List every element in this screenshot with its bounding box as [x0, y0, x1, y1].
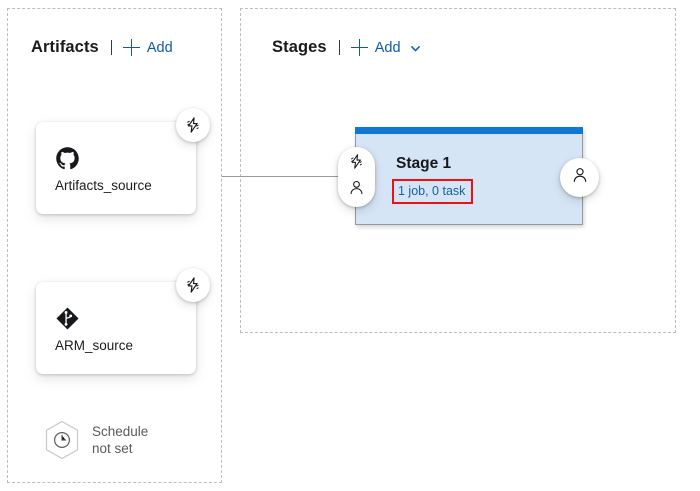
artifact-label: ARM_source [55, 338, 134, 353]
header-divider [110, 40, 112, 55]
artifact-card-artifacts-source[interactable]: Artifacts_source [36, 108, 210, 214]
github-icon [55, 146, 80, 171]
stages-add-button[interactable]: Add [350, 39, 421, 56]
lightning-bolt-icon[interactable] [176, 108, 210, 142]
lightning-bolt-icon[interactable] [176, 268, 210, 302]
post-deployment-conditions-button[interactable] [560, 158, 599, 197]
stages-add-label: Add [374, 39, 401, 56]
schedule-trigger[interactable]: Schedule not set [44, 420, 148, 460]
artifacts-add-label: Add [146, 39, 173, 56]
pre-deployment-conditions-pill[interactable] [338, 147, 375, 207]
artifact-stage-connector [222, 176, 350, 177]
clock-hexagon-icon [44, 420, 80, 460]
artifacts-header: Artifacts Add [31, 38, 173, 57]
azure-repos-git-icon [55, 306, 80, 331]
person-icon [571, 166, 589, 189]
artifacts-title: Artifacts [31, 38, 99, 56]
chevron-down-icon[interactable] [410, 42, 421, 53]
stages-panel [240, 8, 676, 333]
artifact-label: Artifacts_source [55, 178, 152, 193]
header-divider [338, 40, 340, 55]
artifact-card-arm-source[interactable]: ARM_source [36, 268, 210, 374]
plus-icon [122, 39, 140, 56]
artifacts-add-button[interactable]: Add [122, 39, 173, 56]
stage-name: Stage 1 [396, 155, 452, 172]
plus-icon [350, 39, 368, 56]
schedule-line-1: Schedule [92, 424, 149, 439]
stages-title: Stages [272, 38, 327, 56]
stage-jobs-tasks-link[interactable]: 1 job, 0 task [398, 184, 466, 198]
schedule-line-2: not set [92, 441, 133, 456]
lightning-bolt-icon[interactable] [348, 153, 365, 175]
stage-card-stage-1[interactable]: Stage 1 1 job, 0 task [355, 127, 583, 225]
stage-card-top-bar [355, 127, 583, 134]
person-icon[interactable] [348, 179, 365, 201]
stages-header: Stages Add [272, 38, 421, 57]
artifacts-panel [7, 8, 222, 483]
stage-meta-highlight: 1 job, 0 task [392, 179, 474, 204]
schedule-text: Schedule not set [92, 423, 148, 457]
